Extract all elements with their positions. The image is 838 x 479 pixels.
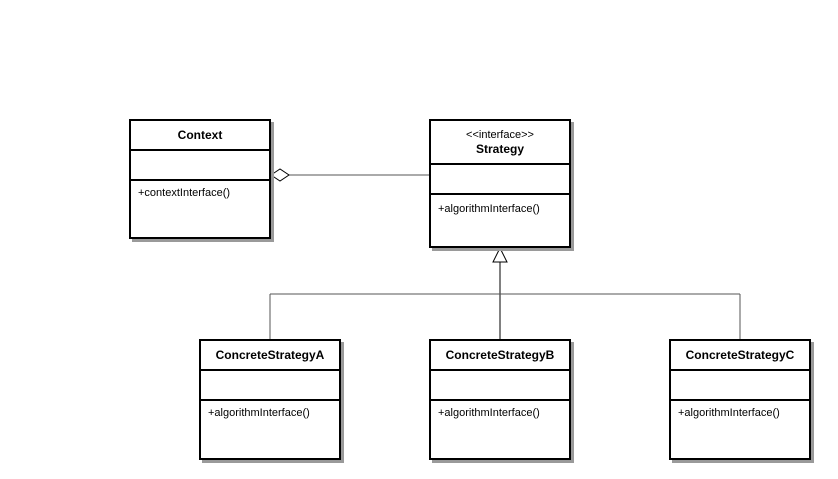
- class-strategy-method: +algorithmInterface(): [438, 203, 540, 215]
- class-concrete-strategy-a-attributes-compartment: [201, 371, 339, 401]
- class-concrete-strategy-c-name-compartment: ConcreteStrategyC: [671, 341, 809, 371]
- class-context-attributes-compartment: [131, 151, 269, 181]
- class-concrete-strategy-a-methods-compartment: +algorithmInterface(): [201, 401, 339, 458]
- class-strategy-attributes-compartment: [431, 165, 569, 195]
- class-concrete-strategy-b-attributes-compartment: [431, 371, 569, 401]
- class-context[interactable]: Context +contextInterface(): [129, 119, 271, 239]
- class-strategy-methods-compartment: +algorithmInterface(): [431, 195, 569, 246]
- class-concrete-strategy-b-methods-compartment: +algorithmInterface(): [431, 401, 569, 458]
- class-concrete-strategy-a-method: +algorithmInterface(): [208, 407, 310, 419]
- class-context-name-compartment: Context: [131, 121, 269, 151]
- class-concrete-strategy-c-method: +algorithmInterface(): [678, 407, 780, 419]
- class-context-methods-compartment: +contextInterface(): [131, 181, 269, 237]
- class-strategy-stereotype: <<interface>>: [466, 128, 534, 141]
- class-concrete-strategy-a-name: ConcreteStrategyA: [215, 348, 325, 362]
- class-concrete-strategy-b-name-compartment: ConcreteStrategyB: [431, 341, 569, 371]
- class-strategy-name-compartment: <<interface>> Strategy: [431, 121, 569, 165]
- class-context-method: +contextInterface(): [138, 187, 231, 199]
- realization-triangle-icon: [492, 246, 508, 263]
- class-strategy[interactable]: <<interface>> Strategy +algorithmInterfa…: [429, 119, 571, 248]
- class-concrete-strategy-b[interactable]: ConcreteStrategyB +algorithmInterface(): [429, 339, 571, 460]
- aggregation-diamond-icon: [270, 168, 290, 182]
- class-concrete-strategy-c-name: ConcreteStrategyC: [685, 348, 795, 362]
- class-concrete-strategy-c-attributes-compartment: [671, 371, 809, 401]
- class-concrete-strategy-b-name: ConcreteStrategyB: [445, 348, 555, 362]
- class-concrete-strategy-a[interactable]: ConcreteStrategyA +algorithmInterface(): [199, 339, 341, 460]
- class-concrete-strategy-b-method: +algorithmInterface(): [438, 407, 540, 419]
- class-concrete-strategy-c[interactable]: ConcreteStrategyC +algorithmInterface(): [669, 339, 811, 460]
- class-strategy-name: Strategy: [475, 141, 525, 156]
- class-concrete-strategy-a-name-compartment: ConcreteStrategyA: [201, 341, 339, 371]
- class-context-name: Context: [177, 128, 223, 142]
- class-concrete-strategy-c-methods-compartment: +algorithmInterface(): [671, 401, 809, 458]
